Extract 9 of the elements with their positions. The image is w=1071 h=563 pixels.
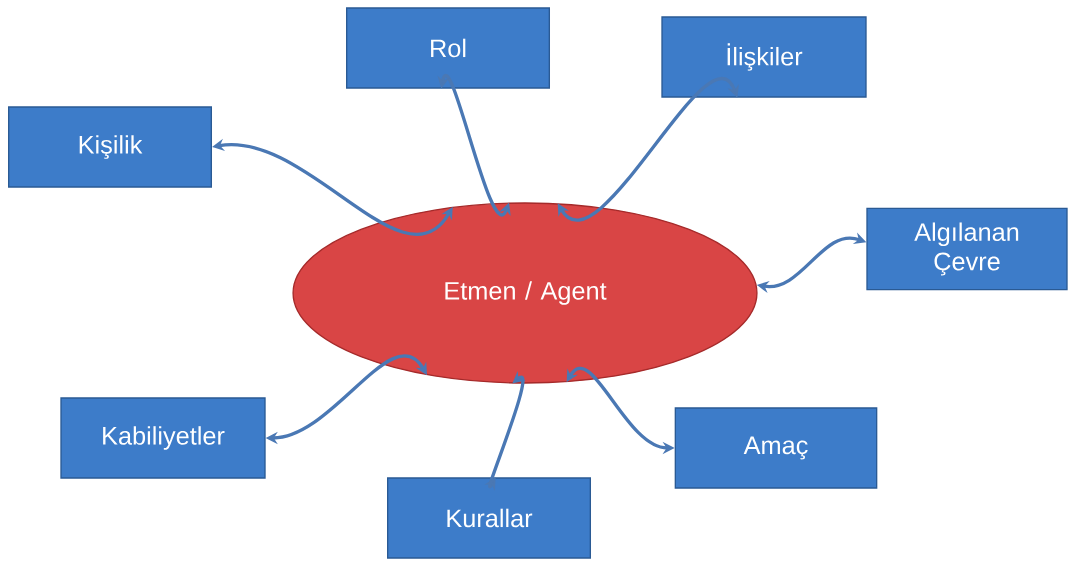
process-box: İlişkiler bbox=[661, 16, 867, 98]
process-box: Rol bbox=[346, 7, 550, 89]
process-box: Kurallar bbox=[387, 477, 591, 559]
ellipse-node: Etmen / Agent bbox=[292, 202, 758, 384]
arrow bbox=[557, 78, 739, 222]
process-box: Amaç bbox=[674, 407, 878, 489]
process-box: Algılanan Çevre bbox=[866, 207, 1068, 291]
process-box: Kabiliyetler bbox=[60, 397, 266, 479]
process-box: Kişilik bbox=[8, 106, 212, 188]
